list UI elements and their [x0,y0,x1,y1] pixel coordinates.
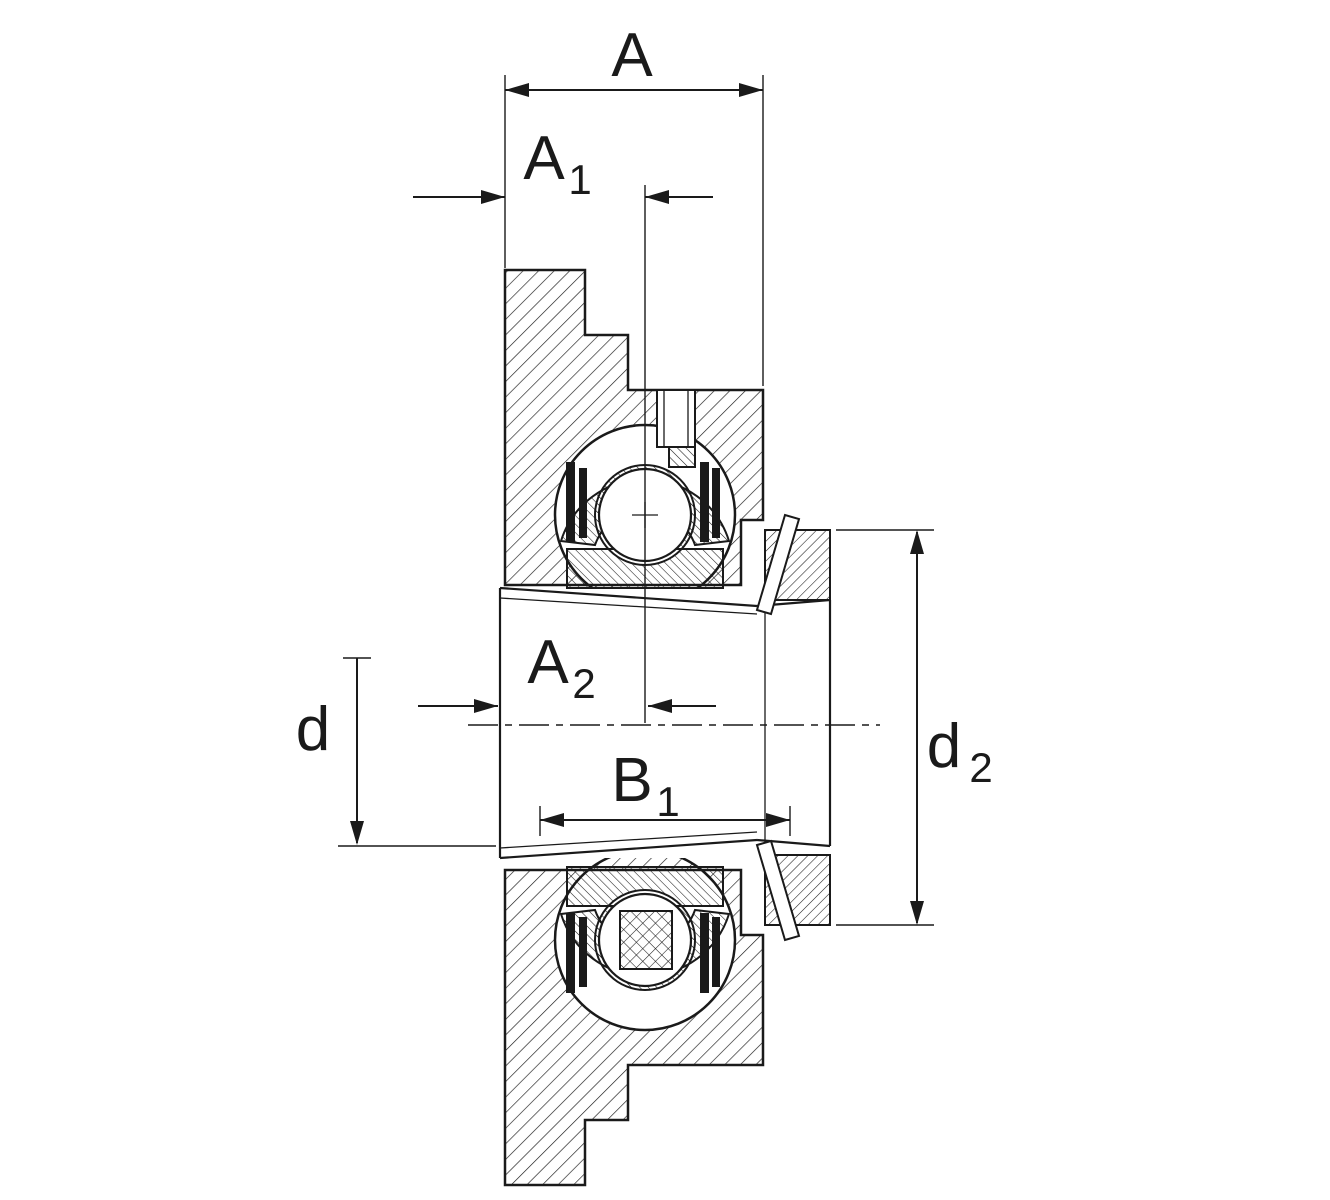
shaft-end [763,602,832,854]
seal-left-outer [566,462,575,542]
grease-hole [656,389,696,448]
arrowhead-down-icon [910,901,924,925]
seal-left-outer [566,913,575,993]
arrowhead-right-icon [474,699,498,713]
dimension-label-A1-subscript: 1 [568,156,591,203]
seal-right-inner [700,462,709,542]
locating-pin [668,446,696,468]
locking-clip-upper [755,513,801,616]
arrowhead-left-icon [645,190,669,204]
arrowhead-up-icon [910,530,924,554]
dimension-B1: B 1 [539,746,791,836]
arrowhead-right-icon [481,190,505,204]
seal-right-inner [700,913,709,993]
locking-clip-lower [755,839,801,942]
dimension-label-d2: d [927,712,961,781]
dimension-d2: d 2 [836,529,993,926]
arrowhead-right-icon [739,83,763,97]
dimension-label-d2-subscript: 2 [969,744,992,791]
shaft-sleeve [498,586,832,860]
arrowhead-left-icon [648,699,672,713]
seal-left-inner [579,468,587,538]
arrowhead-right-icon [766,813,790,827]
dimension-A2: A 2 [418,628,716,713]
seal-left-inner [579,917,587,987]
seals-lower [566,913,720,993]
seals-upper [566,462,720,542]
seal-right-outer [712,468,720,538]
dimension-label-A2-subscript: 2 [572,660,595,707]
dimension-label-A2: A [527,628,569,697]
seal-section-lower [619,910,673,970]
sleeve-taper-bottom-inner [499,831,758,849]
dimension-d: d [296,657,496,847]
dimension-label-A1: A [523,124,565,193]
sleeve-body [498,588,763,858]
seal-right-outer [712,917,720,987]
dimension-label-B1: B [611,746,652,815]
arrowhead-down-icon [350,821,364,845]
sleeve-taper-top [499,586,758,608]
dimension-A: A [504,21,764,386]
dimension-A1: A 1 [413,124,713,204]
dimension-label-A: A [611,21,653,90]
dimension-label-d: d [296,695,330,764]
dimension-label-B1-subscript: 1 [656,778,679,825]
sleeve-taper-top-inner [499,597,758,615]
lubrication-hole [656,389,696,468]
sleeve-taper-bottom [499,838,758,860]
arrowhead-left-icon [505,83,529,97]
arrowhead-left-icon [540,813,564,827]
